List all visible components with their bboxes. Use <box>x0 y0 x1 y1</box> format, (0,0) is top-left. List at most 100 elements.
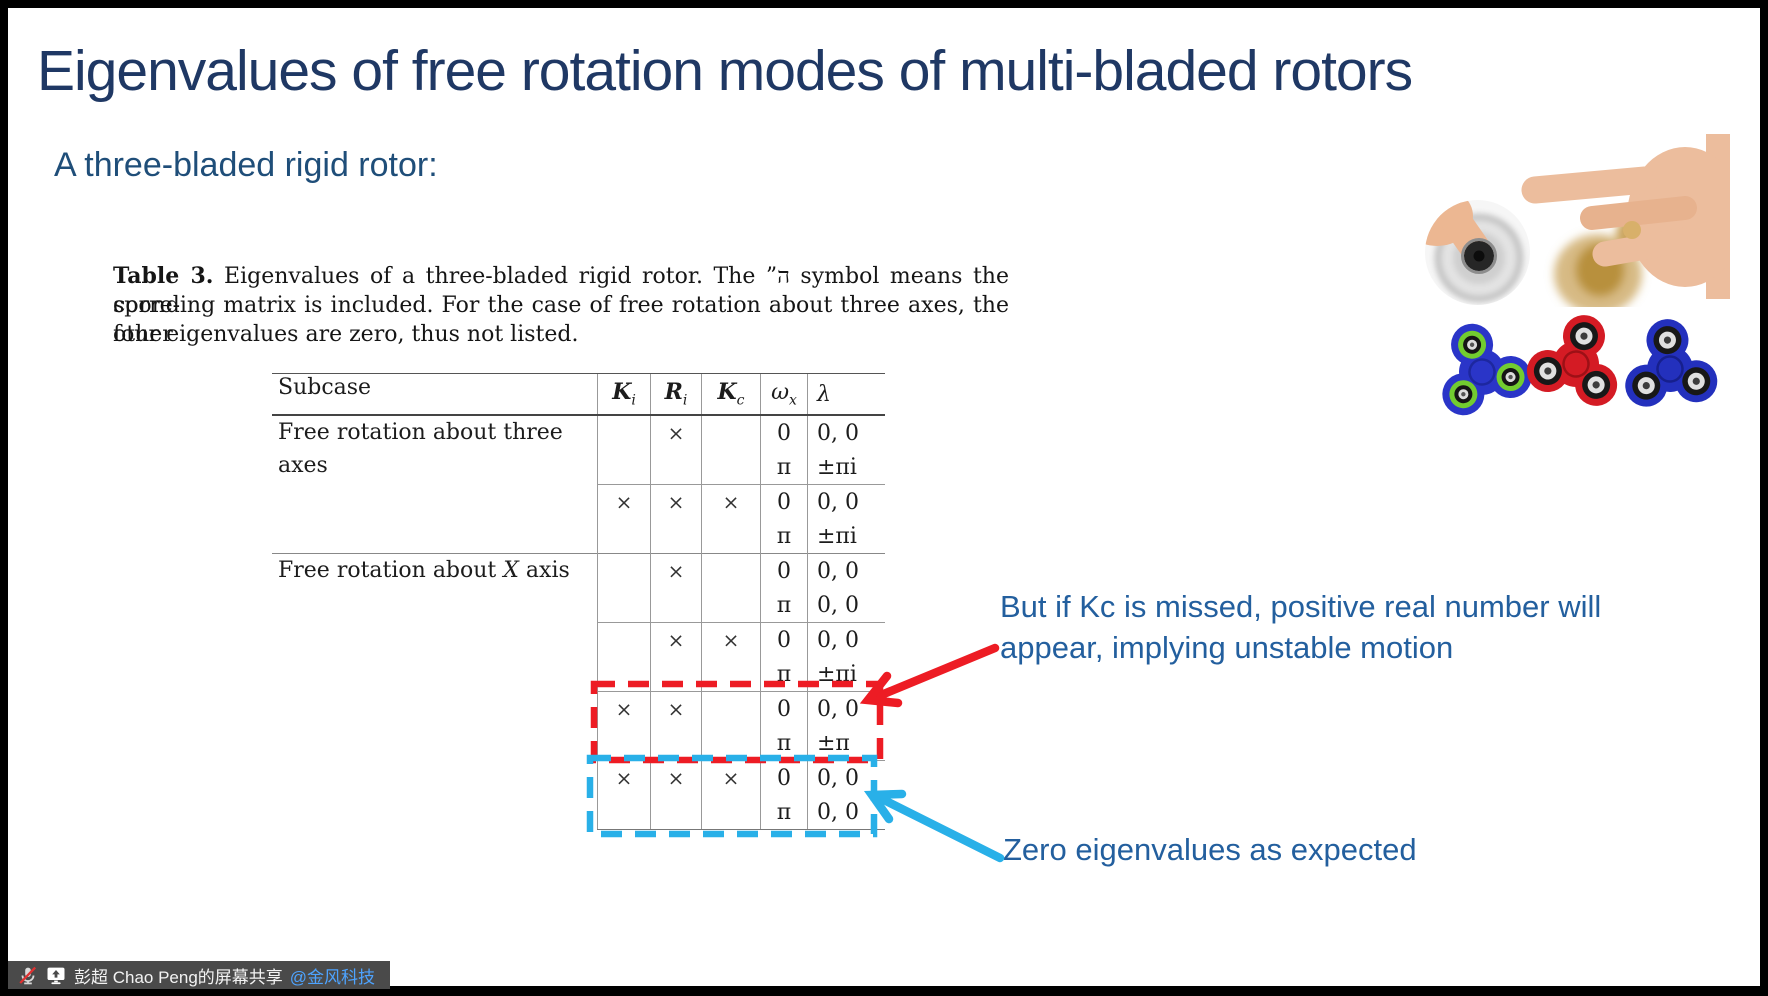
fidget-spinner-blue <box>1625 319 1718 407</box>
screen-share-bar[interactable]: 彭超 Chao Peng的屏幕共享 @金风科技 <box>8 961 390 989</box>
ri-cell <box>650 519 702 554</box>
lambda-cell: ±πi <box>807 519 885 554</box>
kc-cell <box>701 450 761 485</box>
header-subcase: Subcase <box>272 373 598 416</box>
ki-cell <box>597 415 651 450</box>
subcase-cell: Free rotation about X axis <box>272 553 598 830</box>
lambda-cell: 0, 0 <box>807 484 885 519</box>
omega-cell: π <box>760 450 808 485</box>
kc-cell <box>701 691 761 726</box>
ri-cell <box>650 795 702 830</box>
header-ki: Ki <box>597 373 651 416</box>
omega-cell: 0 <box>760 760 808 795</box>
ri-cell: × <box>650 484 702 519</box>
header-kc: Kc <box>701 373 761 416</box>
ki-cell <box>597 588 651 623</box>
lambda-cell: 0, 0 <box>807 795 885 830</box>
screen-share-icon <box>47 967 65 985</box>
hand-spinner-photo <box>1521 134 1730 307</box>
lambda-cell: ±πi <box>807 450 885 485</box>
ri-cell: × <box>650 622 702 657</box>
lambda-cell: 0, 0 <box>807 691 885 726</box>
fidget-spinner-red <box>1526 315 1618 406</box>
lambda-cell: ±π <box>807 726 885 761</box>
slide-subtitle: A three-bladed rigid rotor: <box>54 146 438 184</box>
omega-cell: π <box>760 795 808 830</box>
omega-cell: π <box>760 726 808 761</box>
ri-cell <box>650 588 702 623</box>
share-text: 彭超 Chao Peng的屏幕共享 <box>74 967 283 987</box>
ki-cell <box>597 450 651 485</box>
mention-link[interactable]: @金风科技 <box>289 967 376 987</box>
table-row: π±πi <box>272 450 885 485</box>
omega-cell: 0 <box>760 415 808 450</box>
red-arrow <box>859 643 1000 708</box>
ki-cell: × <box>597 484 651 519</box>
kc-cell <box>701 726 761 761</box>
ki-cell <box>597 622 651 657</box>
lambda-cell: 0, 0 <box>807 622 885 657</box>
slide: Eigenvalues of free rotation modes of mu… <box>8 8 1760 989</box>
table-caption: Table 3. Eigenvalues of a three-bladed r… <box>113 262 1009 349</box>
omega-cell: 0 <box>760 691 808 726</box>
omega-cell: 0 <box>760 484 808 519</box>
kc-cell: × <box>701 484 761 519</box>
ki-cell <box>597 795 651 830</box>
annotation-unstable-line1: But if Kc is missed, positive real numbe… <box>1000 589 1602 624</box>
kc-cell <box>701 588 761 623</box>
page-title: Eigenvalues of free rotation modes of mu… <box>37 39 1413 103</box>
lambda-cell: 0, 0 <box>807 760 885 795</box>
subcase-cell: Free rotation about three axes <box>278 420 563 478</box>
ri-cell: × <box>650 760 702 795</box>
ki-cell <box>597 553 651 588</box>
omega-cell: 0 <box>760 622 808 657</box>
kc-cell <box>701 657 761 692</box>
ri-cell: × <box>650 553 702 588</box>
kc-cell <box>701 795 761 830</box>
annotation-zero: Zero eigenvalues as expected <box>1003 832 1417 867</box>
omega-cell: π <box>760 588 808 623</box>
annotation-unstable: But if Kc is missed, positive real numbe… <box>1000 586 1601 668</box>
ki-cell <box>597 519 651 554</box>
ki-cell <box>597 726 651 761</box>
caption-line-3: four eigenvalues are zero, thus not list… <box>113 322 579 347</box>
table-row: π±πi <box>272 519 885 554</box>
omega-cell: π <box>760 519 808 554</box>
eigenvalue-table: Subcase Ki Ri Kc ωx λ Free rotation abou… <box>272 373 885 830</box>
kc-cell: × <box>701 760 761 795</box>
ri-cell <box>650 657 702 692</box>
ri-cell: × <box>650 691 702 726</box>
header-wx: ωx <box>760 373 808 416</box>
fidget-spinner-blue-green <box>1442 323 1532 416</box>
kc-cell: × <box>701 622 761 657</box>
blue-arrow <box>863 789 1005 863</box>
ri-cell <box>650 450 702 485</box>
caption-line-1: Table 3. Eigenvalues of a three-bladed r… <box>113 263 1009 318</box>
ki-cell <box>597 657 651 692</box>
omega-cell: 0 <box>760 553 808 588</box>
lambda-cell: 0, 0 <box>807 588 885 623</box>
ki-cell: × <box>597 760 651 795</box>
ri-cell <box>650 726 702 761</box>
caption-label: Table 3. <box>113 263 214 289</box>
header-ri: Ri <box>650 373 702 416</box>
kc-cell <box>701 519 761 554</box>
caption-line-2: sponding matrix is included. For the cas… <box>113 293 1009 347</box>
ri-cell: × <box>650 415 702 450</box>
table-header-row: Subcase Ki Ri Kc ωx λ <box>272 373 885 416</box>
hand-shape <box>1521 134 1730 299</box>
kc-cell <box>701 553 761 588</box>
lambda-cell: 0, 0 <box>807 415 885 450</box>
omega-cell: π <box>760 657 808 692</box>
lambda-cell: 0, 0 <box>807 553 885 588</box>
pressing-finger <box>1428 200 1490 263</box>
header-lambda: λ <box>807 373 885 416</box>
annotation-unstable-line2: appear, implying unstable motion <box>1000 630 1454 665</box>
spinning-inset-photo <box>1425 200 1530 305</box>
